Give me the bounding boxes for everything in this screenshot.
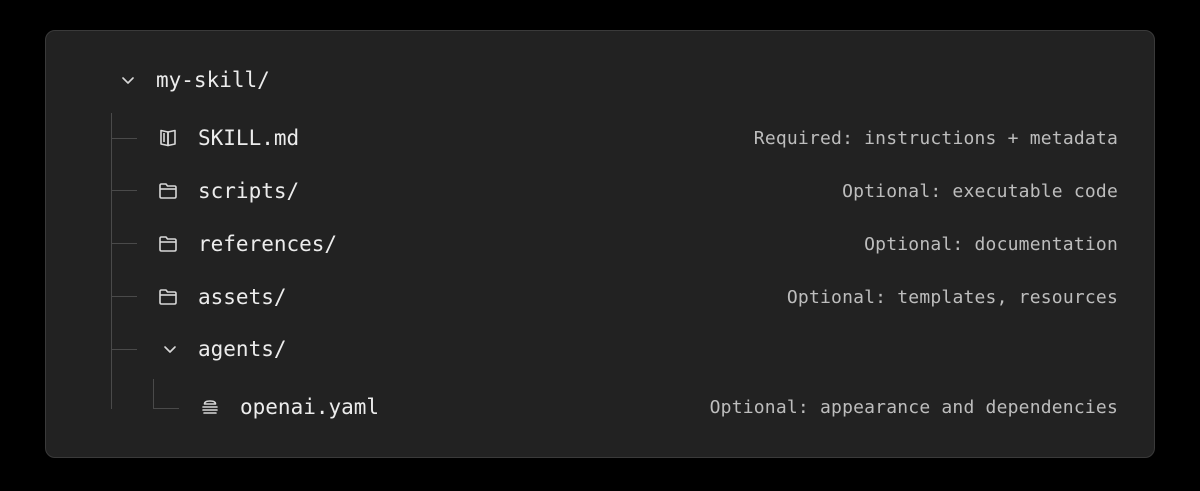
folder-icon [156, 285, 180, 309]
stack-icon [198, 395, 222, 419]
tree-connector [111, 349, 137, 350]
item-description: Optional: documentation [864, 233, 1118, 255]
folder-name: references/ [198, 232, 338, 256]
file-name: SKILL.md [198, 126, 300, 150]
tree-connector [153, 408, 179, 409]
tree-connector-vertical [153, 379, 154, 409]
tree-root-folder[interactable]: my-skill/ [116, 65, 516, 95]
folder-icon [156, 179, 180, 203]
folder-name: scripts/ [198, 179, 300, 203]
item-description: Optional: templates, resources [786, 286, 1118, 308]
tree-item-agents[interactable]: agents/ [46, 334, 646, 364]
folder-name: my-skill/ [156, 68, 270, 92]
tree-item-scripts[interactable]: scripts/ Optional: executable code [46, 176, 1156, 206]
tree-item-skill-md[interactable]: SKILL.md Required: instructions + metada… [46, 123, 1156, 153]
tree-item-references[interactable]: references/ Optional: documentation [46, 229, 1156, 259]
tree-connector [111, 243, 137, 244]
tree-connector [111, 190, 137, 191]
folder-name: assets/ [198, 285, 287, 309]
chevron-down-icon[interactable] [116, 68, 140, 92]
folder-icon [156, 232, 180, 256]
tree-connector-vertical [111, 113, 112, 409]
file-name: openai.yaml [240, 395, 380, 419]
tree-item-openai-yaml[interactable]: openai.yaml Optional: appearance and dep… [46, 392, 1156, 422]
item-description: Optional: appearance and dependencies [709, 396, 1118, 418]
folder-name: agents/ [198, 337, 287, 361]
tree-connector [111, 138, 137, 139]
tree-item-assets[interactable]: assets/ Optional: templates, resources [46, 282, 1156, 312]
book-open-icon [156, 126, 180, 150]
item-description: Required: instructions + metadata [753, 127, 1118, 149]
file-tree-panel: my-skill/ SKILL.md Required: instruction… [45, 30, 1155, 458]
tree-connector [111, 296, 137, 297]
chevron-down-icon[interactable] [158, 337, 182, 361]
item-description: Optional: executable code [842, 180, 1118, 202]
